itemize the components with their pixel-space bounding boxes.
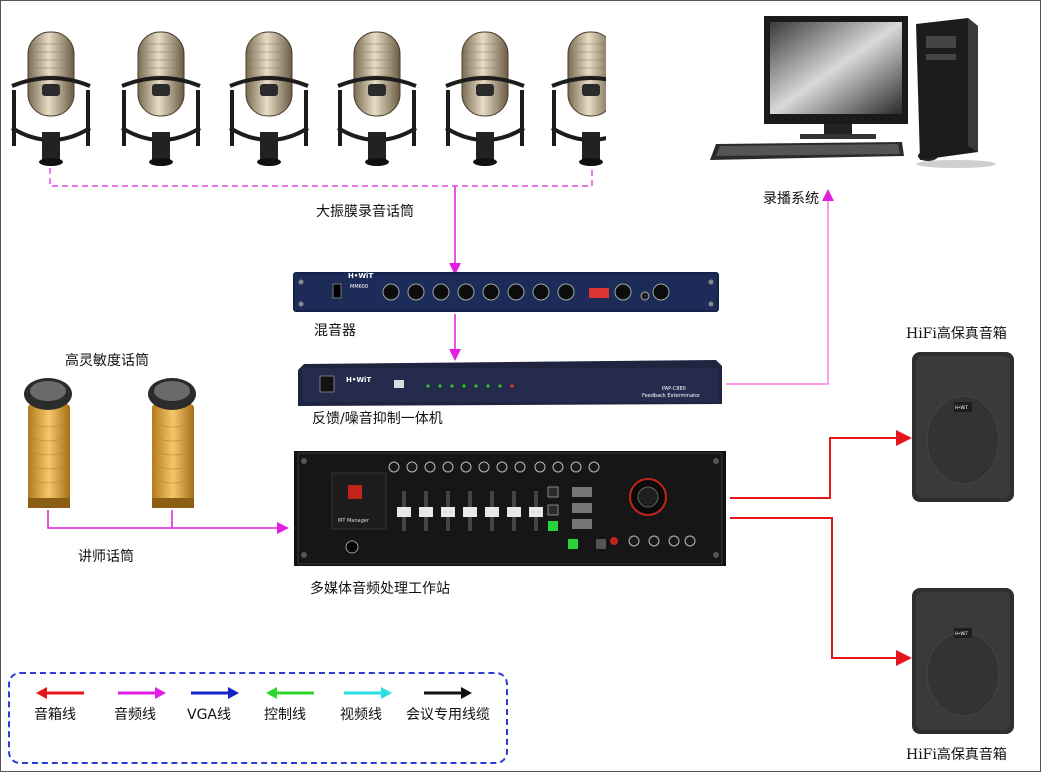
legend-label: 控制线: [264, 707, 306, 723]
legend-label: 音箱线: [34, 707, 76, 723]
legend-arrow-green: [266, 687, 314, 699]
legend-item-control-line: 控制线: [264, 687, 314, 724]
mixer-device: [293, 272, 719, 312]
feedback-exterminator-device: [298, 360, 722, 406]
mixer-model: MM600: [350, 284, 369, 290]
label-lecturer-mic: 讲师话筒: [78, 549, 134, 565]
legend-item-vga-line: VGA线: [187, 687, 239, 724]
legend-item-conference-cable: 会议专用线缆: [406, 687, 490, 724]
feedback-brand: H•WiT: [346, 376, 372, 384]
speaker-line-bottom: [730, 517, 912, 666]
legend-arrow-red: [36, 687, 84, 699]
speaker-top-badge: H•WiT: [955, 405, 968, 410]
speaker-top: [912, 352, 1014, 502]
label-workstation: 多媒体音频处理工作站: [310, 581, 450, 597]
legend-arrow-black: [424, 687, 472, 699]
legend-label: 视频线: [340, 707, 382, 723]
legend-item-audio-line: 音频线: [114, 687, 166, 724]
legend-label: VGA线: [187, 707, 232, 723]
workstation-badge: MT Manager: [338, 518, 369, 524]
legend-label: 音频线: [114, 707, 156, 723]
label-speaker-bottom: HiFi高保真音箱: [906, 747, 1007, 763]
mixer-brand: H•WiT: [348, 272, 374, 280]
label-mixer: 混音器: [314, 323, 356, 339]
legend-label: 会议专用线缆: [406, 707, 490, 723]
mic-bus-line: [49, 168, 593, 187]
feedback-desc: Feedback Exterminator: [642, 393, 701, 399]
legend-arrow-magenta: [118, 687, 166, 699]
recording-computer: [710, 16, 996, 168]
speaker-bottom-badge: H•WiT: [955, 631, 968, 636]
label-feedback: 反馈/噪音抑制一体机: [312, 411, 443, 427]
label-speaker-top: HiFi高保真音箱: [906, 326, 1007, 342]
legend-item-speaker-line: 音箱线: [34, 687, 84, 724]
label-high-sens-mic: 高灵敏度话筒: [65, 353, 149, 369]
large-mic-1: [10, 30, 92, 168]
label-large-mic: 大振膜录音话筒: [316, 204, 414, 220]
feedback-to-recording-line: [726, 189, 834, 385]
speaker-bottom: [912, 588, 1014, 734]
high-sensitivity-mics: [23, 377, 197, 509]
speaker-line-top: [730, 430, 912, 499]
audio-workstation-device: [294, 451, 726, 566]
feedback-model: PAP-C880: [662, 386, 686, 392]
legend-arrow-cyan: [344, 687, 392, 699]
label-recording-system: 录播系统: [763, 191, 819, 207]
large-diaphragm-mics: [10, 30, 606, 168]
legend-arrow-blue: [191, 687, 239, 699]
lecturer-mic-line: [47, 510, 289, 534]
legend-item-video-line: 视频线: [340, 687, 392, 724]
legend-box: 音箱线 音频线 VGA线 控制线 视频线 会议专用线缆: [8, 672, 508, 764]
